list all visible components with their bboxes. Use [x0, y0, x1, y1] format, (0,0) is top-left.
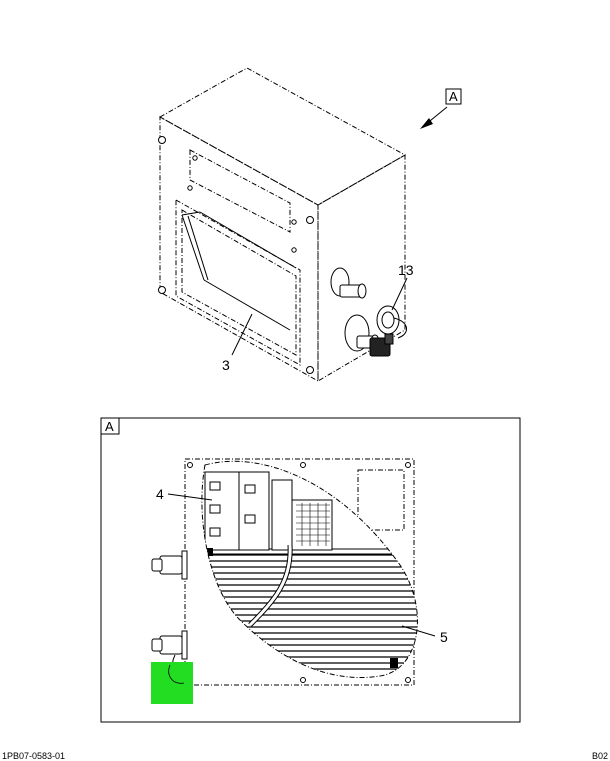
upper-panel-recess: [189, 149, 291, 233]
cutaway-outline: [201, 460, 418, 678]
electronic-modules: [204, 471, 333, 551]
callout-13: 13: [398, 262, 414, 278]
view-arrow-head: [420, 118, 433, 129]
front-opening-inner: [181, 209, 297, 356]
detail-view-frame: [100, 417, 521, 723]
fittings-right-face: [330, 267, 407, 357]
highlight-marker: [151, 662, 193, 704]
leader-5: [401, 625, 436, 637]
leader-4: [167, 493, 213, 501]
callout-5: 5: [440, 629, 448, 645]
detail-leader-lines: [167, 493, 436, 637]
cutaway-interior: [201, 461, 418, 678]
enclosure-right-face: [317, 154, 406, 382]
enclosure-front-face: [159, 116, 319, 382]
detail-fittings: [151, 550, 188, 683]
callout-4: 4: [156, 486, 164, 502]
callout-3: 3: [222, 357, 230, 373]
leader-3: [231, 313, 253, 356]
detail-label-box: [100, 417, 120, 435]
front-opening-outer: [175, 199, 301, 366]
view-label-letter: A: [449, 89, 458, 104]
top-leader-lines: [231, 106, 448, 356]
leader-13: [391, 277, 408, 311]
page-code: B02: [591, 751, 608, 761]
view-label-box: [445, 88, 462, 105]
figure-code: 1PB07-0583-01: [2, 751, 66, 761]
mesh-area: [296, 503, 330, 546]
detail-label-letter: A: [105, 419, 114, 434]
mounting-screws: [158, 136, 314, 374]
enclosure-top-face: [158, 67, 407, 206]
opening-details: [181, 211, 297, 331]
